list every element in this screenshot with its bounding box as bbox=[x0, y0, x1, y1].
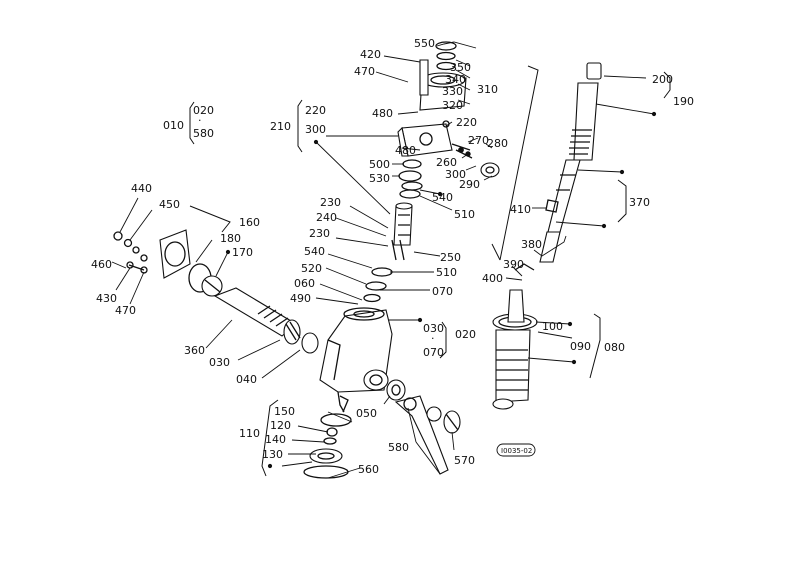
label-350: 350 bbox=[450, 61, 471, 74]
label-dot-2: · bbox=[431, 332, 435, 345]
label-440: 440 bbox=[131, 182, 152, 195]
label-250: 250 bbox=[440, 251, 461, 264]
label-320: 320 bbox=[442, 99, 463, 112]
sector-shaft bbox=[213, 287, 319, 354]
label-010: 010 bbox=[163, 119, 184, 132]
label-260: 260 bbox=[436, 156, 457, 169]
label-190: 190 bbox=[673, 95, 694, 108]
label-530: 530 bbox=[369, 172, 390, 185]
label-550: 550 bbox=[414, 37, 435, 50]
label-330: 330 bbox=[442, 85, 463, 98]
label-510: 510 bbox=[454, 208, 475, 221]
label-430: 430 bbox=[96, 292, 117, 305]
label-450: 450 bbox=[159, 198, 180, 211]
label-500: 500 bbox=[369, 158, 390, 171]
label-580: 580 bbox=[193, 127, 214, 140]
label-580-arm: 580 bbox=[388, 441, 409, 454]
label-030-shaft: 030 bbox=[209, 356, 230, 369]
label-510-lower: 510 bbox=[436, 266, 457, 279]
label-020: 020 bbox=[193, 104, 214, 117]
label-230-lower: 230 bbox=[309, 227, 330, 240]
label-280: 280 bbox=[487, 137, 508, 150]
label-030: 030 bbox=[423, 322, 444, 335]
label-060: 060 bbox=[294, 277, 315, 290]
diagram-code-tag: I0035-02 bbox=[496, 443, 536, 457]
leader-lines bbox=[111, 41, 655, 479]
label-420: 420 bbox=[360, 48, 381, 61]
label-210: 210 bbox=[270, 120, 291, 133]
label-020-housing: 020 bbox=[455, 328, 476, 341]
label-160: 160 bbox=[239, 216, 260, 229]
label-480-housing: 480 bbox=[395, 144, 416, 157]
label-090: 090 bbox=[570, 340, 591, 353]
label-180: 180 bbox=[220, 232, 241, 245]
label-230: 230 bbox=[320, 196, 341, 209]
label-490: 490 bbox=[290, 292, 311, 305]
label-340: 340 bbox=[445, 73, 466, 86]
label-300: 300 bbox=[305, 123, 326, 136]
label-310: 310 bbox=[477, 83, 498, 96]
bottom-cover-assembly bbox=[303, 395, 352, 479]
part-labels: 020 · 010 580 420 550 350 340 330 310 32… bbox=[91, 37, 694, 476]
label-370: 370 bbox=[629, 196, 650, 209]
upper-valve-housing bbox=[397, 41, 500, 178]
label-220-valve: 220 bbox=[456, 116, 477, 129]
label-070: 070 bbox=[432, 285, 453, 298]
label-240: 240 bbox=[316, 211, 337, 224]
label-380: 380 bbox=[521, 238, 542, 251]
label-070-housing: 070 bbox=[423, 346, 444, 359]
label-200: 200 bbox=[652, 73, 673, 86]
label-570: 570 bbox=[454, 454, 475, 467]
steering-column-shaft bbox=[539, 62, 602, 263]
label-520: 520 bbox=[301, 262, 322, 275]
label-460: 460 bbox=[91, 258, 112, 271]
label-400: 400 bbox=[482, 272, 503, 285]
label-560: 560 bbox=[358, 463, 379, 476]
label-170: 170 bbox=[232, 246, 253, 259]
label-300-valve: 300 bbox=[445, 168, 466, 181]
label-540: 540 bbox=[432, 191, 453, 204]
pitman-arm bbox=[386, 379, 461, 475]
label-470: 470 bbox=[354, 65, 375, 78]
label-050: 050 bbox=[356, 407, 377, 420]
label-150: 150 bbox=[274, 405, 295, 418]
steering-gearbox-housing bbox=[319, 307, 393, 413]
label-080: 080 bbox=[604, 341, 625, 354]
label-dot: · bbox=[198, 114, 202, 127]
label-410: 410 bbox=[510, 203, 531, 216]
label-120: 120 bbox=[270, 419, 291, 432]
label-220: 220 bbox=[305, 104, 326, 117]
label-470-cover: 470 bbox=[115, 304, 136, 317]
label-130: 130 bbox=[262, 448, 283, 461]
diagram-code: I0035-02 bbox=[501, 447, 532, 455]
label-360: 360 bbox=[184, 344, 205, 357]
label-390: 390 bbox=[503, 258, 524, 271]
grouping-brackets bbox=[189, 65, 671, 477]
label-100: 100 bbox=[542, 320, 563, 333]
label-290: 290 bbox=[459, 178, 480, 191]
label-480: 480 bbox=[372, 107, 393, 120]
label-040: 040 bbox=[236, 373, 257, 386]
lower-shaft-assembly bbox=[492, 263, 538, 410]
label-140: 140 bbox=[265, 433, 286, 446]
label-270: 270 bbox=[468, 134, 489, 147]
leader-dots bbox=[225, 111, 657, 469]
label-110: 110 bbox=[239, 427, 260, 440]
label-540-lower: 540 bbox=[304, 245, 325, 258]
